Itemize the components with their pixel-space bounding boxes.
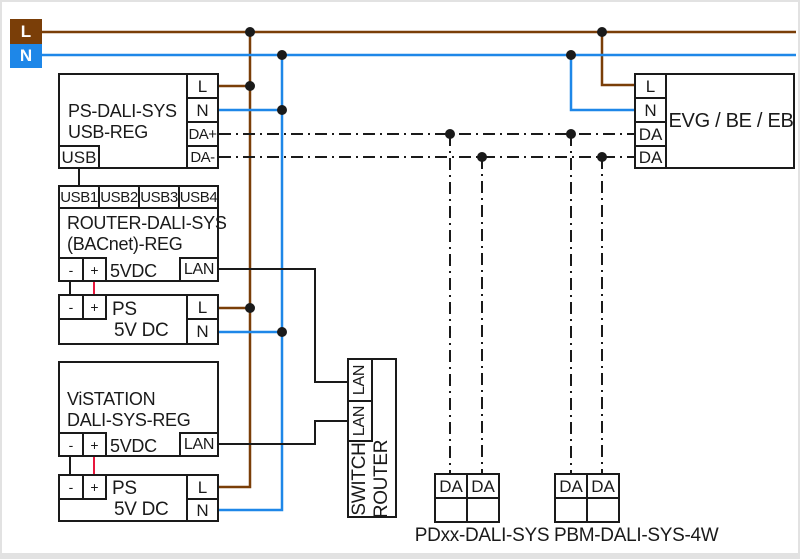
pbm-body-cell-1 xyxy=(554,497,588,523)
ps1-n-terminal: N xyxy=(186,318,219,345)
ps1-minus-terminal: - xyxy=(58,294,84,320)
router-title: ROUTER-DALI-SYS (BACnet)-REG xyxy=(67,213,227,254)
router-supply-label: 5VDC xyxy=(110,261,157,281)
ps2-plus-terminal: + xyxy=(82,474,107,500)
wire-n-evg-branch xyxy=(569,55,636,112)
pdxx-label: PDxx-DALI-SYS xyxy=(414,525,550,546)
router-lan-terminal: LAN xyxy=(179,257,219,282)
vistation-title: ViSTATION DALI-SYS-REG xyxy=(67,389,191,430)
pdxx-body-cell-2 xyxy=(466,497,500,523)
vistation-lan-terminal: LAN xyxy=(179,432,219,457)
usb-port-3: USB3 xyxy=(138,185,180,209)
evg-n-terminal: N xyxy=(634,97,667,123)
ps2-minus-terminal: - xyxy=(58,474,84,500)
psu-n-terminal: N xyxy=(186,97,219,123)
wire-l-evg-branch xyxy=(600,32,636,87)
usb-port-4: USB4 xyxy=(178,185,219,209)
switch-lan2-terminal: LAN xyxy=(347,400,373,442)
pbm-body-cell-2 xyxy=(586,497,620,523)
wire-l-drop-left xyxy=(218,32,252,489)
wire-n-drop-left xyxy=(218,55,284,512)
ps2-n-terminal: N xyxy=(186,498,219,522)
mains-l-label: L xyxy=(20,21,32,41)
pdxx-da1-terminal: DA xyxy=(434,473,468,499)
router-plus-terminal: + xyxy=(82,257,107,282)
psu-da-minus-terminal: DA- xyxy=(186,145,219,169)
evg-da1-terminal: DA xyxy=(634,121,667,147)
vistation-supply-label: 5VDC xyxy=(110,436,157,456)
vistation-minus-terminal: - xyxy=(58,432,84,457)
switch-lan1-terminal: LAN xyxy=(347,358,373,402)
mains-l-badge: L xyxy=(10,19,42,44)
wire-lan-vistation-switch xyxy=(217,420,349,445)
ps2-l-terminal: L xyxy=(186,474,219,500)
psu-l-terminal: L xyxy=(186,73,219,99)
junction-dots xyxy=(245,27,607,337)
vistation-plus-terminal: + xyxy=(82,432,107,457)
router-minus-terminal: - xyxy=(58,257,84,282)
pbm-da1-terminal: DA xyxy=(554,473,588,499)
evg-title: EVG / BE / EB xyxy=(668,109,794,132)
psu-dali-title: PS-DALI-SYS USB-REG xyxy=(68,101,177,142)
pbm-label: PBM-DALI-SYS-4W xyxy=(554,525,719,546)
pbm-da2-terminal: DA xyxy=(586,473,620,499)
evg-l-terminal: L xyxy=(634,73,667,99)
wire-lan-router-switch xyxy=(217,268,349,383)
mains-n-badge: N xyxy=(10,44,42,68)
ps1-volt: 5V DC xyxy=(114,320,169,341)
pdxx-da2-terminal: DA xyxy=(466,473,500,499)
psu-da-plus-terminal: DA+ xyxy=(186,121,219,147)
usb-port-2: USB2 xyxy=(98,185,140,209)
ps1-l-terminal: L xyxy=(186,294,219,320)
usb-port-1: USB1 xyxy=(58,185,100,209)
pdxx-body-cell-1 xyxy=(434,497,468,523)
ps1-name: PS xyxy=(112,299,137,320)
ps1-plus-terminal: + xyxy=(82,294,107,320)
mains-n-label: N xyxy=(19,46,33,65)
switch-router-title: SWITCH ROUTER xyxy=(349,439,392,519)
evg-da2-terminal: DA xyxy=(634,145,667,169)
psu-usb-terminal: USB xyxy=(58,145,100,169)
ps2-volt: 5V DC xyxy=(114,499,169,520)
ps2-name: PS xyxy=(112,478,137,499)
